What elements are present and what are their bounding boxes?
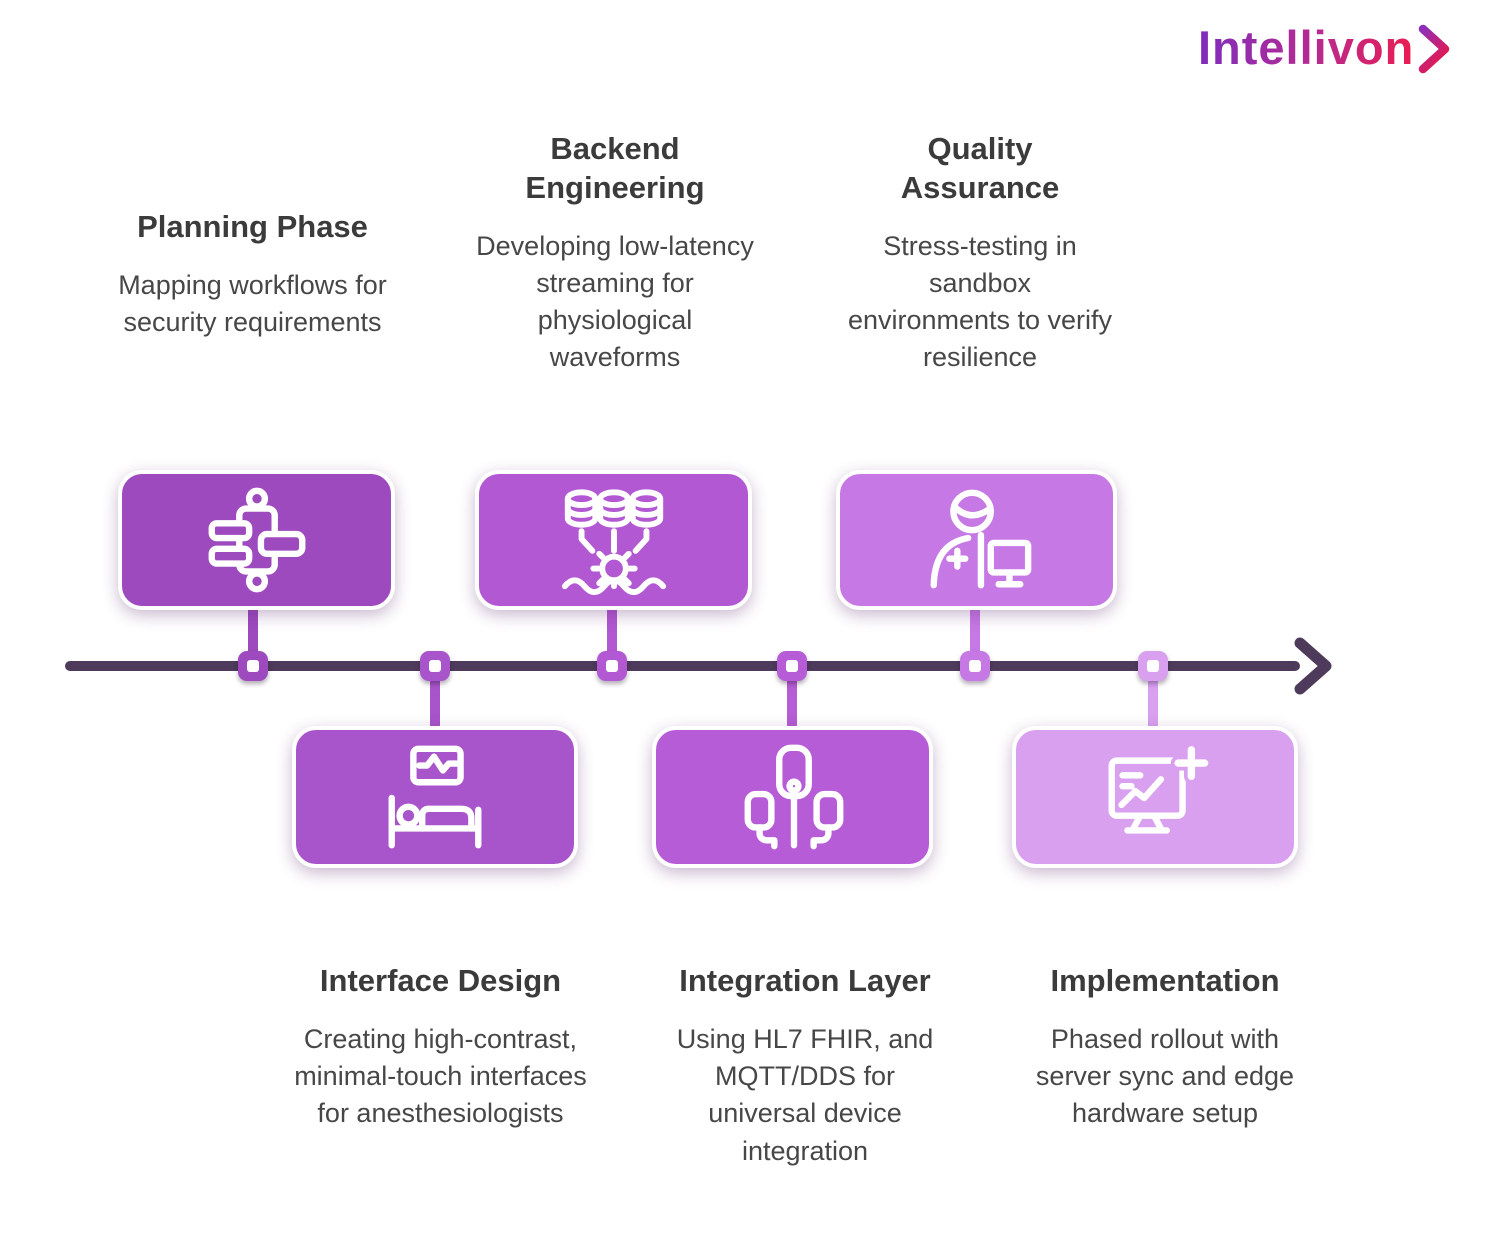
timeline-connector-stem: [248, 602, 258, 668]
phase-box-interface-design: [292, 726, 578, 868]
timeline-node-hole: [429, 660, 441, 672]
phase-box-quality-assurance: [836, 470, 1117, 610]
device-hub-icon: [744, 744, 843, 850]
timeline-node-hole: [786, 660, 798, 672]
phase-description: Stress-testing in sandbox environments t…: [847, 230, 1113, 373]
timeline-node: [420, 651, 450, 681]
phase-title: Interface Design: [319, 963, 562, 998]
timeline-connector-stem: [430, 666, 440, 730]
phase-box-integration-layer: [652, 726, 933, 868]
phase-text-integration-layer: Integration Layer Using HL7 FHIR, and MQ…: [640, 962, 970, 1170]
phase-text-backend-engineering: Backend Engineering Developing low-laten…: [450, 130, 780, 377]
timeline-node-hole: [606, 660, 618, 672]
brand-logo: Intellivon: [1198, 20, 1454, 75]
timeline-node-hole: [969, 660, 981, 672]
phase-box-implementation: [1012, 726, 1298, 868]
brand-logo-text: Intellivon: [1198, 21, 1415, 74]
phase-box-backend-engineering: [475, 470, 752, 610]
phase-description: Creating high-contrast, minimal-touch in…: [294, 1023, 587, 1129]
timeline-node: [777, 651, 807, 681]
timeline-node: [1138, 651, 1168, 681]
phase-text-implementation: Implementation Phased rollout with serve…: [1000, 962, 1330, 1133]
phase-title: Integration Layer: [679, 963, 931, 998]
timeline-node-hole: [247, 660, 259, 672]
arrow-right-icon: [1294, 637, 1332, 695]
workflow-plan-icon: [208, 487, 305, 593]
phase-title: Backend Engineering: [525, 131, 705, 205]
phase-text-planning: Planning Phase Mapping workflows for sec…: [80, 208, 425, 341]
patient-bed-monitor-icon: [388, 745, 482, 849]
timeline-node: [238, 651, 268, 681]
timeline-node-hole: [1147, 660, 1159, 672]
timeline-connector-stem: [787, 666, 797, 730]
clinician-testing-icon: [930, 489, 1031, 589]
phase-description: Using HL7 FHIR, and MQTT/DDS for univers…: [676, 1023, 934, 1166]
chevron-right-icon: [1419, 24, 1450, 73]
health-monitor-rollout-icon: [1108, 742, 1213, 834]
timeline-line: [65, 661, 1300, 671]
phase-box-planning: [118, 470, 395, 610]
timeline-connector-stem: [607, 602, 617, 668]
phase-description: Mapping workflows for security requireme…: [118, 269, 387, 337]
timeline-node: [597, 651, 627, 681]
timeline-node: [960, 651, 990, 681]
phase-text-interface-design: Interface Design Creating high-contrast,…: [278, 962, 603, 1133]
data-pipeline-icon: [561, 489, 666, 596]
phase-title: Planning Phase: [137, 209, 368, 244]
phase-description: Phased rollout with server sync and edge…: [1035, 1023, 1295, 1129]
phase-text-quality-assurance: Quality Assurance Stress-testing in sand…: [815, 130, 1145, 377]
timeline-connector-stem: [1148, 666, 1158, 730]
timeline-connector-stem: [970, 602, 980, 668]
phase-title: Quality Assurance: [900, 131, 1060, 205]
phase-title: Implementation: [1050, 963, 1280, 998]
phase-description: Developing low-latency streaming for phy…: [476, 230, 754, 373]
